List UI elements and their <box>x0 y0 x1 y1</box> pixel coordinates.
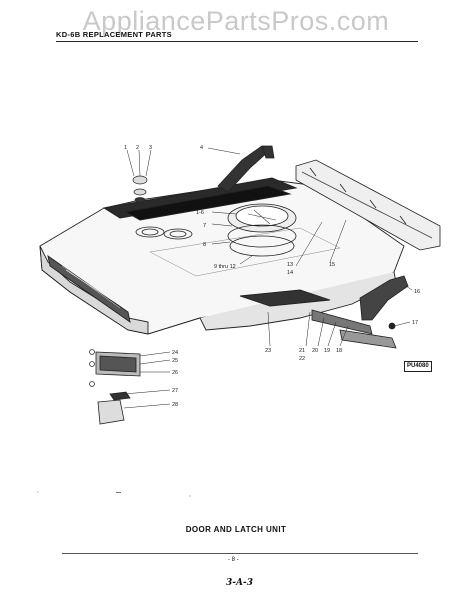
callout-8: 8 <box>203 242 206 248</box>
callout-9-thru-12: 9 thru 12 <box>214 264 236 270</box>
callout-17: 17 <box>412 320 418 326</box>
callout-15: 15 <box>329 262 335 268</box>
callout-3: 3 <box>149 145 152 151</box>
watermark: AppliancePartsPros.com <box>82 6 390 36</box>
callout-13: 13 <box>287 262 293 268</box>
part-number-tag: PU4080 <box>404 361 432 372</box>
footer-rule <box>62 553 418 554</box>
callout-19: 19 <box>324 348 330 354</box>
callout-2: 2 <box>136 145 139 151</box>
header-rule <box>56 41 418 42</box>
callout-20: 20 <box>312 348 318 354</box>
callout-1-6: 1-6 <box>196 210 204 216</box>
trim-rail <box>295 159 441 251</box>
callout-25: 25 <box>172 358 178 364</box>
callout-22: 22 <box>299 356 305 362</box>
scan-specks <box>37 491 191 497</box>
handwritten-note: 3-A-3 <box>226 578 253 588</box>
hinge-part <box>217 145 275 193</box>
knob-parts <box>132 175 148 203</box>
diagram-caption: DOOR AND LATCH UNIT <box>185 525 287 534</box>
callout-leaders <box>123 147 413 409</box>
callout-24: 24 <box>172 350 178 356</box>
round-plate-assembly <box>135 203 297 257</box>
callout-1: 1 <box>124 145 127 151</box>
callout-18: 18 <box>336 348 342 354</box>
latch-hardware <box>311 275 409 349</box>
callout-16: 16 <box>414 289 420 295</box>
callout-14: 14 <box>287 270 293 276</box>
callout-28: 28 <box>172 402 178 408</box>
page-number: - 8 - <box>228 557 239 563</box>
callout-labels: 1 2 3 4 1-6 7 8 9 thru 12 13 14 15 16 17… <box>124 145 420 408</box>
callout-21: 21 <box>299 348 305 354</box>
callout-26: 26 <box>172 370 178 376</box>
callout-23: 23 <box>265 348 271 354</box>
door-panel <box>39 177 405 335</box>
page-header-title: KD-6B REPLACEMENT PARTS <box>56 30 172 39</box>
callout-27: 27 <box>172 388 178 394</box>
latch-switch-assembly <box>89 349 141 425</box>
callout-7: 7 <box>203 223 206 229</box>
callout-4: 4 <box>200 145 203 151</box>
